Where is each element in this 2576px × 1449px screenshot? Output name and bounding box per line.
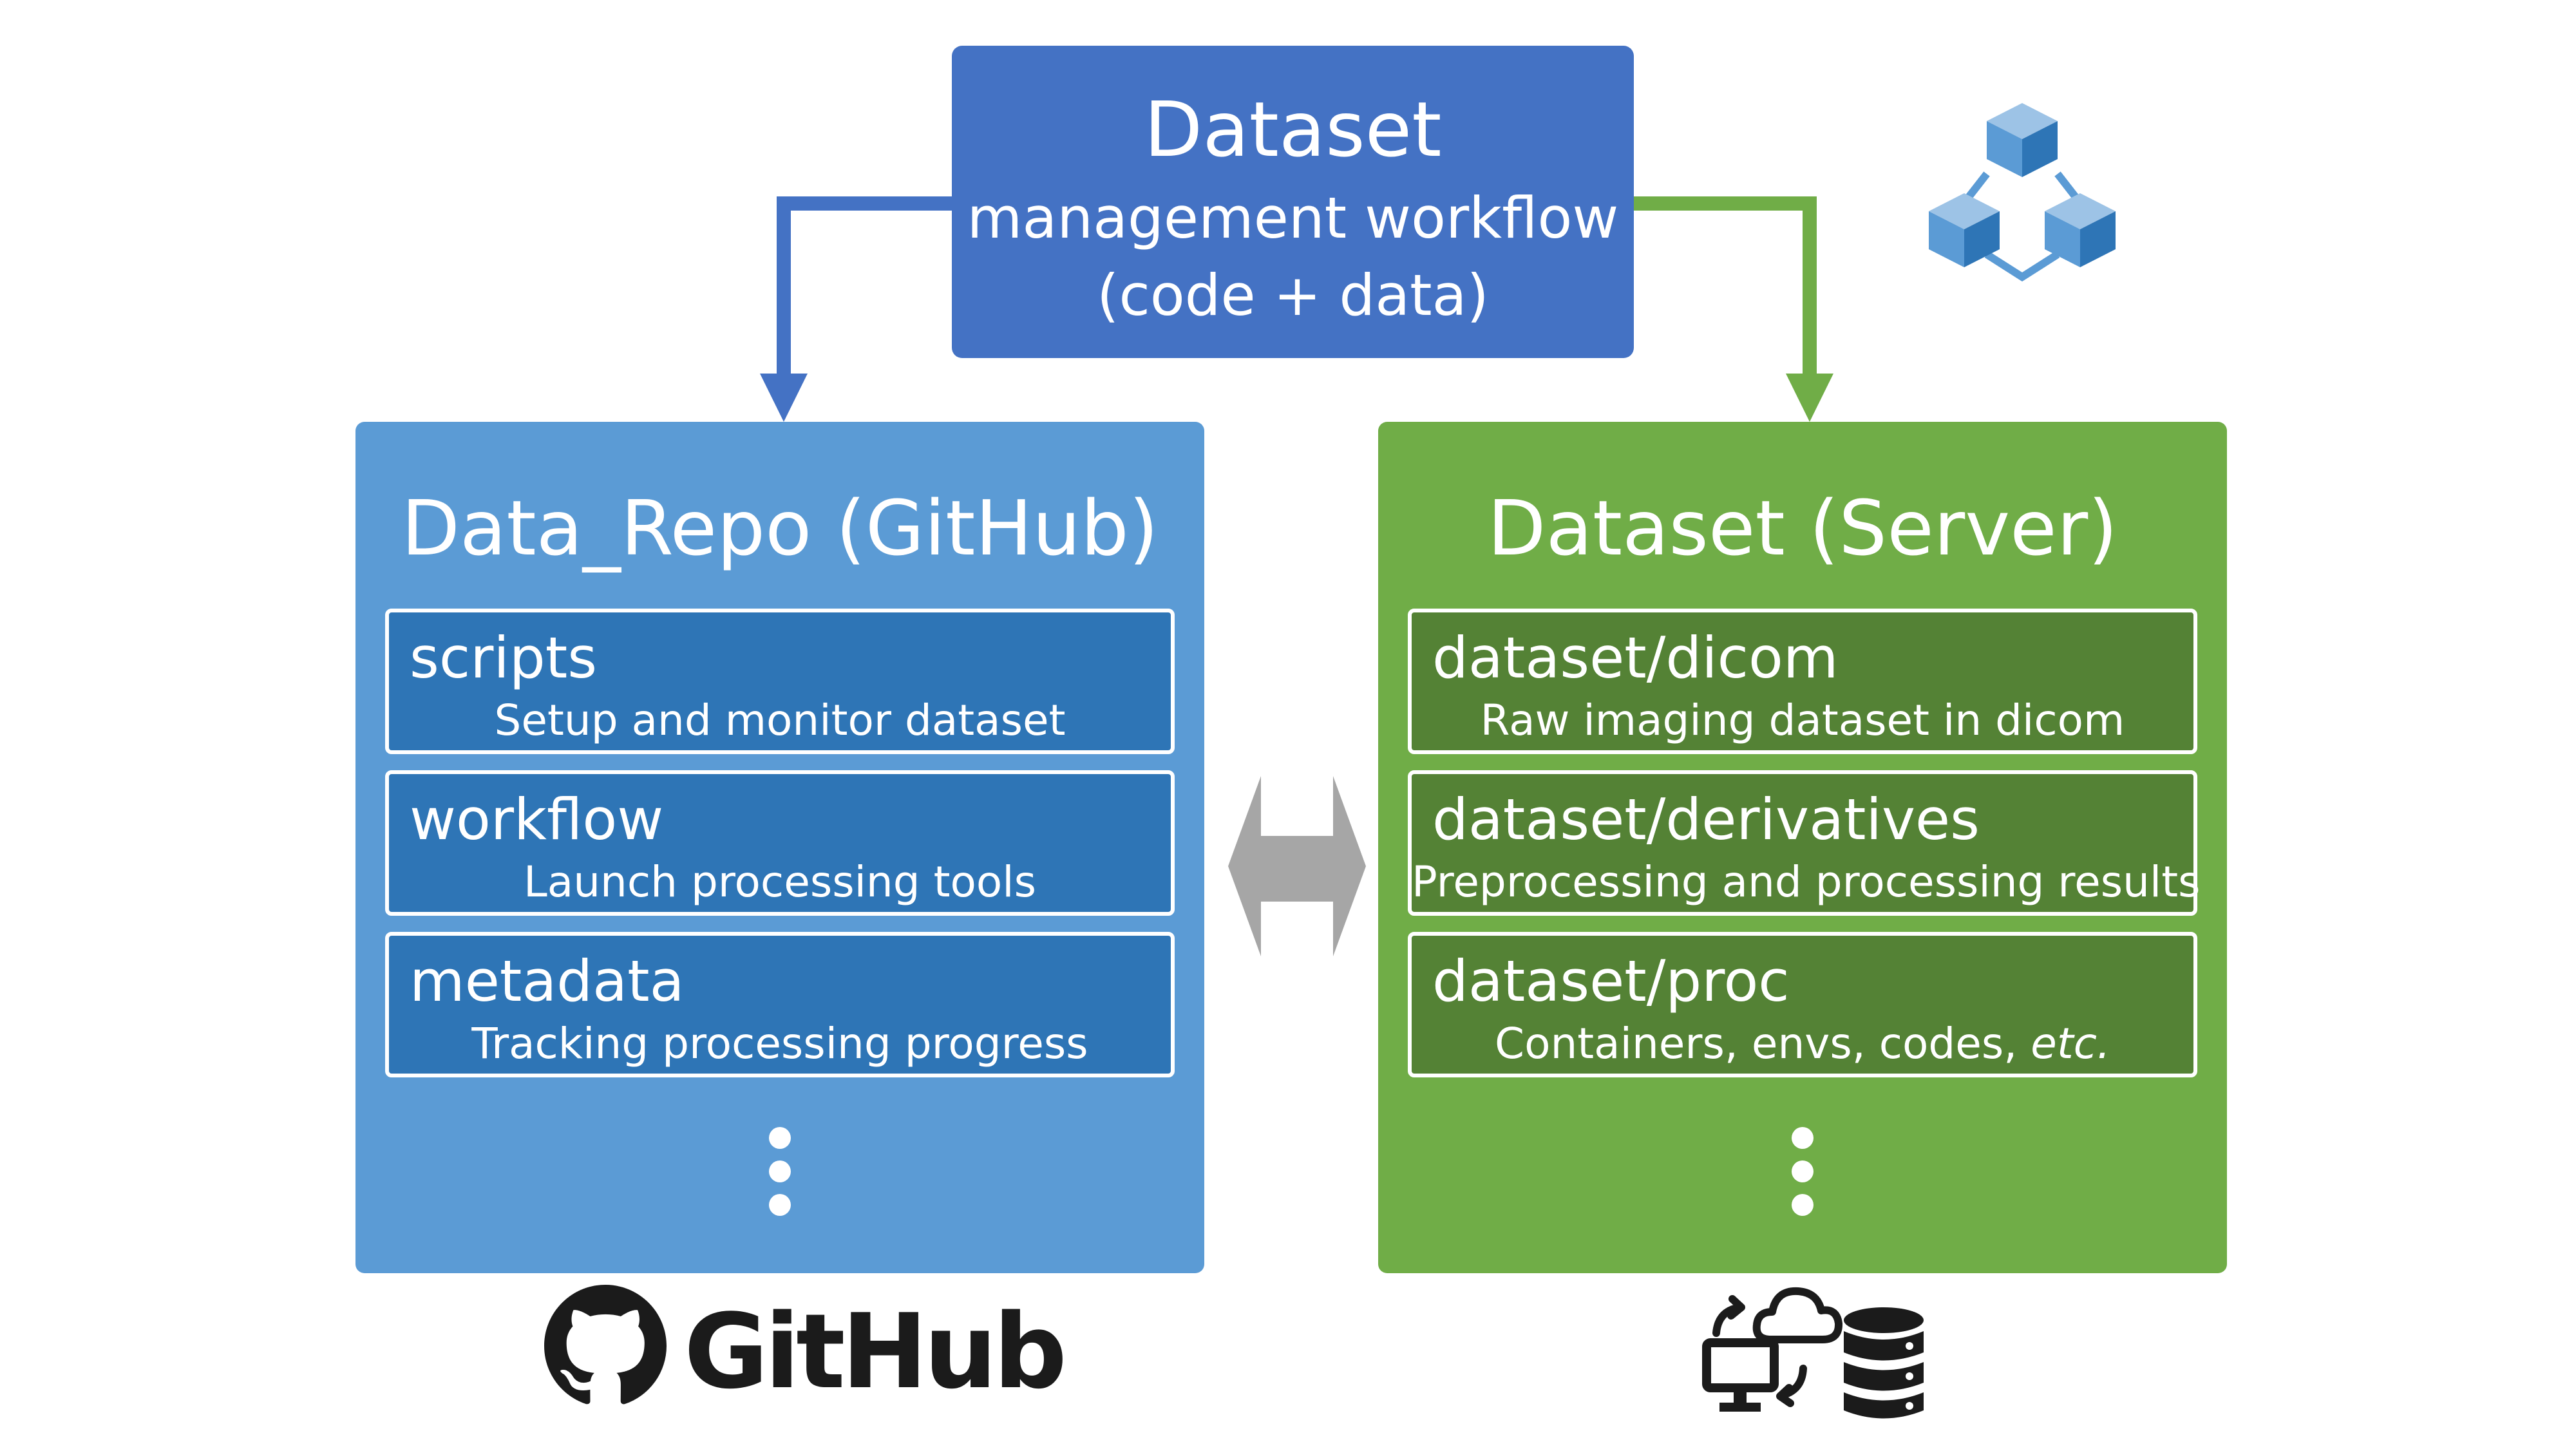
more-items-ellipsis-icon bbox=[1378, 1127, 2227, 1217]
item-desc: Tracking processing progress bbox=[471, 1019, 1088, 1068]
item-desc: Setup and monitor dataset bbox=[494, 696, 1066, 745]
github-octocat-icon bbox=[544, 1285, 667, 1405]
workflow-title: Dataset bbox=[1144, 85, 1442, 174]
item-desc: Containers, envs, codes, etc. bbox=[1412, 1018, 2193, 1069]
connected-cubes-icon bbox=[1929, 103, 2116, 282]
blue-arrow-head bbox=[760, 374, 808, 422]
database bbox=[1844, 1307, 1924, 1419]
dataset-server-title: Dataset (Server) bbox=[1487, 484, 2118, 573]
github-wordmark: GitHub bbox=[684, 1291, 1067, 1412]
data-repo-panel: Data_Repo (GitHub) scripts Setup and mon… bbox=[355, 422, 1204, 1273]
item-name: workflow bbox=[410, 786, 664, 853]
cloud bbox=[1752, 1287, 1842, 1343]
workflow-subtitle: management workflow bbox=[967, 185, 1619, 251]
item-name: metadata bbox=[410, 948, 685, 1014]
sync-arrows bbox=[1712, 1295, 1807, 1407]
cube-right bbox=[2045, 193, 2116, 267]
monitor bbox=[1702, 1338, 1779, 1392]
green-arrow-head bbox=[1786, 374, 1833, 422]
item-name: dataset/derivatives bbox=[1432, 786, 1980, 853]
data-repo-title: Data_Repo (GitHub) bbox=[401, 484, 1159, 573]
dataset-server-panel: Dataset (Server) dataset/dicom Raw imagi… bbox=[1378, 422, 2227, 1273]
double-arrow bbox=[1228, 776, 1366, 956]
dicom-item: dataset/dicom Raw imaging dataset in dic… bbox=[1408, 609, 2197, 754]
item-name: dataset/proc bbox=[1432, 948, 1790, 1014]
item-name: dataset/dicom bbox=[1432, 625, 1839, 691]
item-desc-text: Containers, envs, codes, bbox=[1495, 1019, 2018, 1068]
derivatives-item: dataset/derivatives Preprocessing and pr… bbox=[1408, 770, 2201, 916]
item-desc-italic: etc. bbox=[2031, 1019, 2110, 1068]
item-name: scripts bbox=[410, 625, 598, 691]
blue-arrow-line bbox=[777, 196, 952, 380]
item-desc: Preprocessing and processing results bbox=[1412, 857, 2201, 907]
item-desc: Raw imaging dataset in dicom bbox=[1480, 696, 2125, 745]
item-desc: Launch processing tools bbox=[524, 857, 1036, 907]
cube-top bbox=[1987, 103, 2058, 177]
scripts-item: scripts Setup and monitor dataset bbox=[385, 609, 1175, 754]
cube-left bbox=[1929, 193, 2000, 267]
more-items-ellipsis-icon bbox=[355, 1127, 1204, 1217]
server-cloud-database-icon bbox=[1702, 1287, 1924, 1419]
metadata-item: metadata Tracking processing progress bbox=[385, 932, 1175, 1077]
proc-item: dataset/proc Containers, envs, codes, et… bbox=[1408, 932, 2197, 1077]
workflow-subtitle-2: (code + data) bbox=[1097, 262, 1489, 328]
green-arrow-line bbox=[1634, 196, 1817, 380]
workflow-box: Dataset management workflow (code + data… bbox=[952, 46, 1634, 358]
workflow-item: workflow Launch processing tools bbox=[385, 770, 1175, 916]
